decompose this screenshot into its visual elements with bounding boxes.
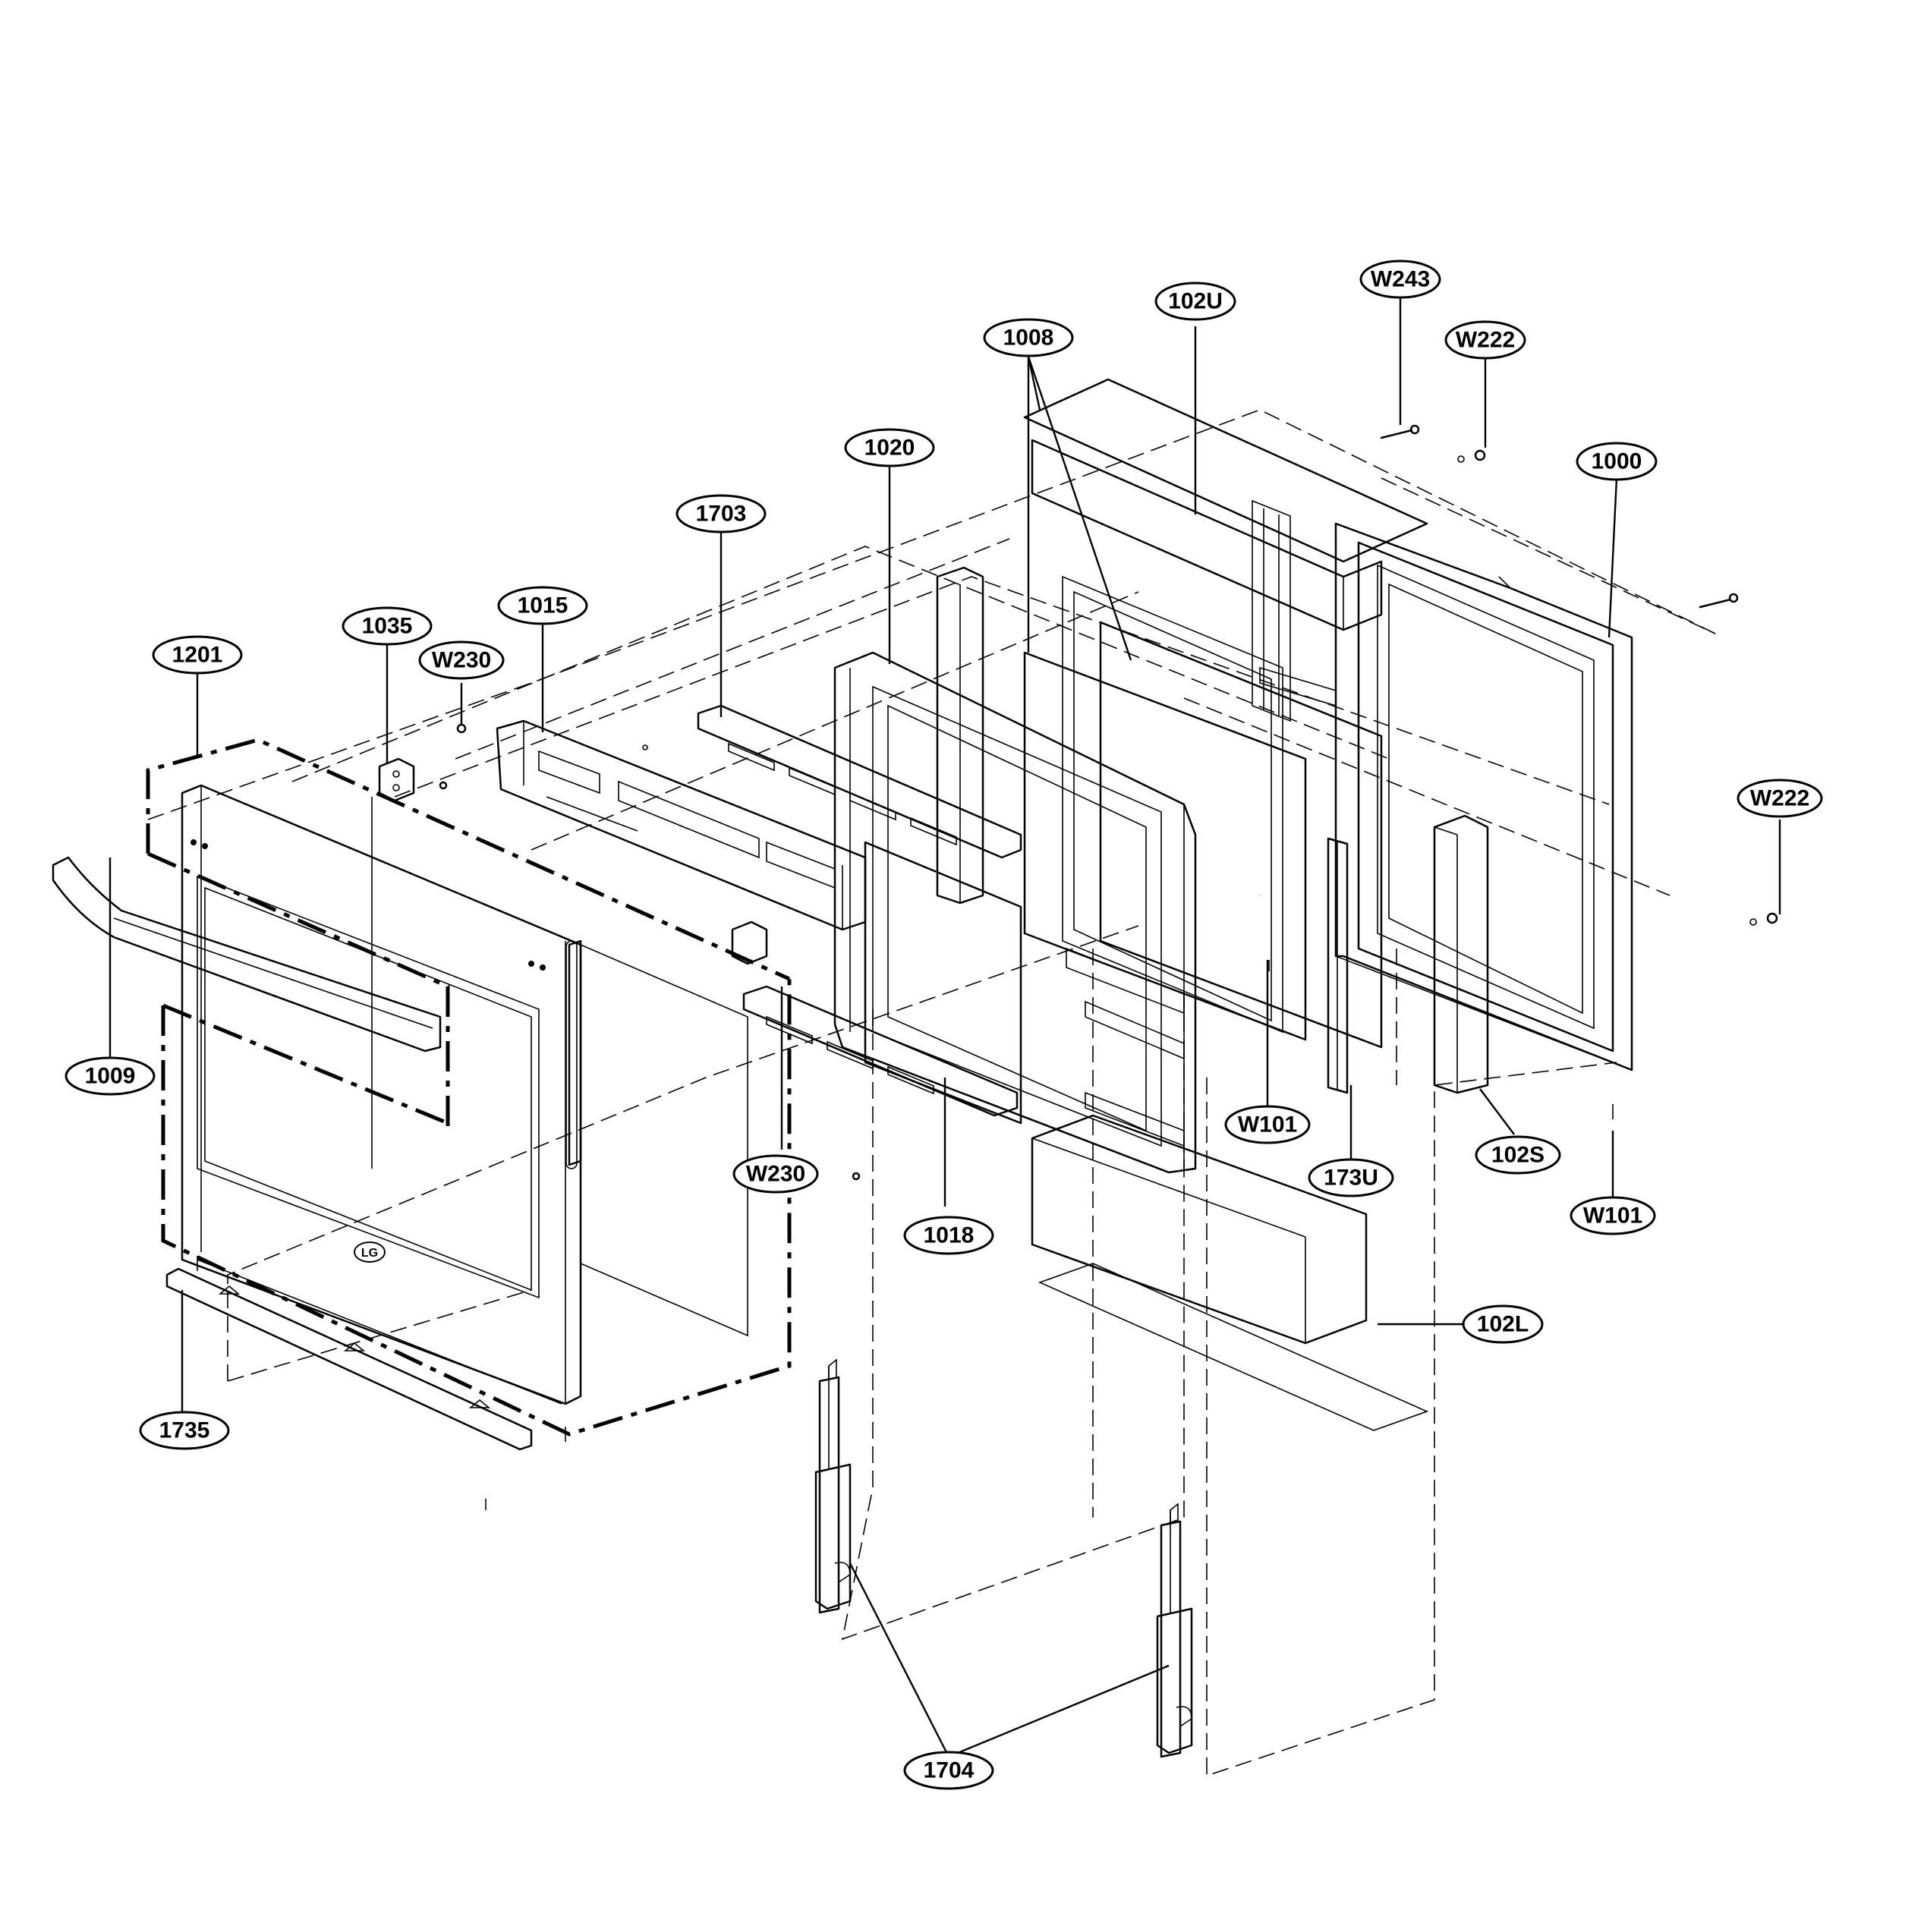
svg-text:1009: 1009 [85, 1064, 136, 1089]
svg-text:102L: 102L [1477, 1312, 1529, 1337]
svg-text:1201: 1201 [172, 643, 223, 668]
svg-text:W101: W101 [1238, 1112, 1297, 1137]
hinge-left [814, 1358, 852, 1614]
svg-text:173U: 173U [1324, 1166, 1378, 1191]
svg-text:1000: 1000 [1592, 449, 1642, 474]
leader-lines [109, 296, 1781, 1758]
svg-text:W230: W230 [432, 648, 491, 673]
part-102U-upper-insulation [1023, 378, 1428, 722]
callout-1018: 1018 [903, 1216, 994, 1255]
svg-text:1035: 1035 [362, 614, 413, 639]
callout-173U: 173U [1308, 1158, 1394, 1197]
svg-text:1020: 1020 [864, 436, 915, 461]
part-1009-handle [52, 856, 442, 1053]
callout-W222-right: W222 [1737, 779, 1823, 818]
svg-text:W101: W101 [1583, 1204, 1642, 1229]
callout-1201: 1201 [152, 635, 243, 675]
hinge-right [1156, 1502, 1193, 1758]
svg-text:102S: 102S [1491, 1143, 1545, 1168]
svg-text:W230: W230 [746, 1162, 805, 1187]
svg-text:1008: 1008 [1003, 326, 1054, 351]
callout-1703: 1703 [675, 494, 767, 533]
svg-text:W243: W243 [1371, 267, 1430, 292]
callout-1735: 1735 [139, 1411, 230, 1450]
callout-W101-mid: W101 [1224, 1105, 1311, 1144]
part-1020-inner-frame [833, 651, 1197, 1174]
callout-102L: 102L [1462, 1304, 1544, 1344]
part-102S-side-insulation [936, 566, 1489, 1094]
callout-1035: 1035 [342, 606, 433, 646]
svg-text:1015: 1015 [518, 593, 568, 618]
part-1015-panel [496, 719, 867, 931]
part-1035-bracket [378, 757, 768, 965]
alignment-lines [147, 409, 1716, 1777]
callout-1020: 1020 [844, 428, 935, 467]
part-1704-hinges [814, 1358, 1193, 1758]
callout-102S: 102S [1475, 1135, 1561, 1175]
svg-text:1735: 1735 [159, 1418, 210, 1443]
svg-text:LG: LG [361, 1247, 378, 1260]
svg-text:1704: 1704 [924, 1758, 975, 1783]
lg-logo: LG [354, 1241, 386, 1263]
svg-text:1018: 1018 [924, 1223, 975, 1248]
svg-text:102U: 102U [1168, 289, 1223, 314]
callout-W101-right: W101 [1570, 1196, 1656, 1235]
part-1018-panel [864, 841, 1429, 1431]
part-173U-trim [1327, 837, 1349, 1094]
svg-text:W222: W222 [1456, 328, 1515, 353]
callout-W230-low: W230 [732, 1154, 819, 1194]
callout-W222-top: W222 [1444, 320, 1526, 360]
screws [197, 424, 1778, 1510]
part-1201-outer-door: LG [181, 784, 748, 1405]
svg-text:1703: 1703 [696, 502, 747, 527]
svg-text:W222: W222 [1750, 786, 1809, 811]
callout-1009: 1009 [65, 1056, 156, 1096]
callout-1000: 1000 [1576, 442, 1658, 481]
callout-1008: 1008 [983, 318, 1074, 357]
callout-1015: 1015 [497, 586, 588, 625]
door-envelope-lines [146, 738, 792, 1436]
part-1735-bottom-trim [165, 1267, 533, 1451]
callout-W243: W243 [1359, 260, 1441, 299]
callout-W230-top: W230 [418, 640, 505, 680]
callout-1704: 1704 [903, 1751, 994, 1790]
part-1000-rear-frame [1334, 522, 1633, 1071]
part-1008-glass-panes [1023, 575, 1383, 1049]
callout-102U: 102U [1154, 282, 1236, 321]
